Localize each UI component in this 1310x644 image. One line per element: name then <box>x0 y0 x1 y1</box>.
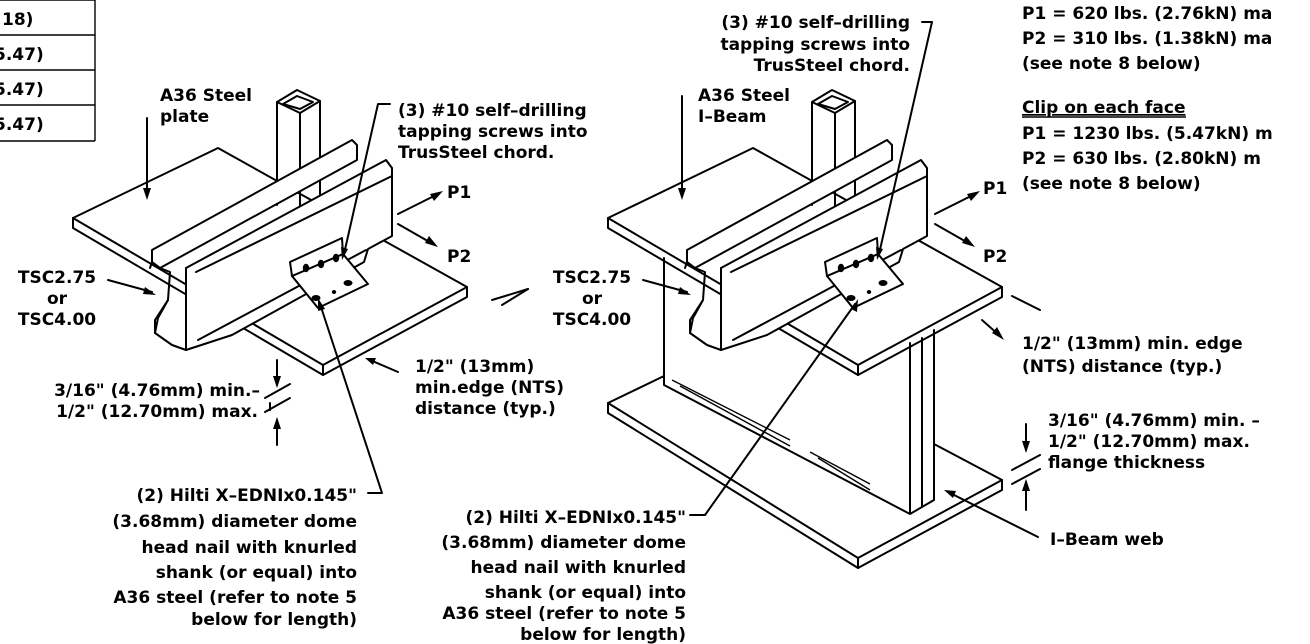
nail-label: (2) Hilti X–EDNIx0.145" <box>465 508 686 528</box>
thickness-label: 1/2" (12.70mm) max. <box>56 402 258 422</box>
note-line: P2 = 310 lbs. (1.38kN) ma <box>1022 29 1272 49</box>
edge-label: 1/2" (13mm) <box>415 357 534 377</box>
note-heading: Clip on each face <box>1022 98 1186 118</box>
thickness-label: 1/2" (12.70mm) max. <box>1048 432 1250 452</box>
nail-label: (2) Hilti X–EDNIx0.145" <box>136 486 357 506</box>
left-labels: A36 Steel plate (3) #10 self–drilling ta… <box>18 86 588 630</box>
p1-label: P1 <box>447 183 471 203</box>
note-line: P2 = 630 lbs. (2.80kN) m <box>1022 149 1261 169</box>
right-labels: A36 Steel I–Beam (3) #10 self–drilling t… <box>441 13 1259 644</box>
chord-label: or <box>47 289 68 309</box>
connection-clip <box>824 237 904 309</box>
plate-label: plate <box>160 107 209 127</box>
load-table: 18) 5.47) 5.47) 5.47) <box>0 0 96 142</box>
nail-label: (3.68mm) diameter dome <box>112 512 357 532</box>
thickness-label: 3/16" (4.76mm) min. – <box>1048 411 1260 431</box>
nail-label: head nail with knurled <box>142 538 357 558</box>
screws-label: TrusSteel chord. <box>398 143 554 163</box>
edge-label: min.edge (NTS) <box>415 378 564 398</box>
screws-label: (3) #10 self–drilling <box>398 101 587 121</box>
note-line: (see note 8 below) <box>1022 54 1201 74</box>
table-cell: 18) <box>2 10 33 30</box>
trussteel-chord <box>684 159 928 351</box>
connection-clip <box>289 237 369 309</box>
beam-label: I–Beam <box>698 107 767 127</box>
thickness-label: flange thickness <box>1048 453 1205 473</box>
chord-label: or <box>582 289 603 309</box>
beam-label: A36 Steel <box>698 86 790 106</box>
table-cell: 5.47) <box>0 115 44 135</box>
screws-label: TrusSteel chord. <box>754 56 910 76</box>
edge-label: distance (typ.) <box>415 399 556 419</box>
ibeam-bottom-flange <box>607 375 1003 559</box>
web-label: I–Beam web <box>1050 530 1164 550</box>
ibeam-assembly <box>607 21 1041 569</box>
table-cell: 5.47) <box>0 80 44 100</box>
screws-label: tapping screws into <box>720 35 910 55</box>
nail-label: A36 steel (refer to note 5 <box>442 604 686 624</box>
nail-label: shank (or equal) into <box>156 563 357 583</box>
chord-label: TSC4.00 <box>553 310 631 330</box>
p1-label: P1 <box>983 179 1007 199</box>
chord-label: TSC2.75 <box>553 268 631 288</box>
note-line: (see note 8 below) <box>1022 174 1201 194</box>
p2-label: P2 <box>447 247 471 267</box>
nail-label: head nail with knurled <box>471 558 686 578</box>
screws-label: (3) #10 self–drilling <box>721 13 910 33</box>
nail-label: shank (or equal) into <box>485 583 686 603</box>
ibeam-web <box>663 257 935 515</box>
plate-assembly <box>72 89 529 494</box>
plate-label: A36 Steel <box>160 86 252 106</box>
nail-label: (3.68mm) diameter dome <box>441 533 686 553</box>
nail-label: below for length) <box>191 610 357 630</box>
chord-label: TSC2.75 <box>18 268 96 288</box>
thickness-label: 3/16" (4.76mm) min.– <box>54 381 260 401</box>
table-cell: 5.47) <box>0 45 44 65</box>
nail-label: below for length) <box>520 625 686 644</box>
note-line: P1 = 620 lbs. (2.76kN) ma <box>1022 4 1272 24</box>
screws-label: tapping screws into <box>398 122 588 142</box>
load-notes: P1 = 620 lbs. (2.76kN) ma P2 = 310 lbs. … <box>1022 4 1273 194</box>
chord-label: TSC4.00 <box>18 310 96 330</box>
p2-label: P2 <box>983 247 1007 267</box>
nail-label: A36 steel (refer to note 5 <box>113 588 357 608</box>
edge-label: 1/2" (13mm) min. edge <box>1022 334 1243 354</box>
edge-label: (NTS) distance (typ.) <box>1022 357 1222 377</box>
note-line: P1 = 1230 lbs. (5.47kN) m <box>1022 124 1273 144</box>
